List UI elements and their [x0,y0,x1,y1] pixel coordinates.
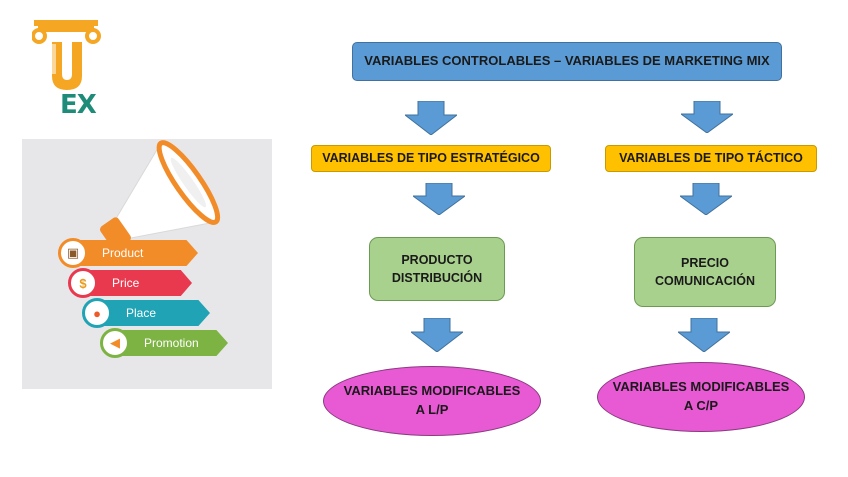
mix-label-place: Place [126,306,157,320]
tactical-item-2: COMUNICACIÓN [655,274,755,288]
arrow-down-icon [405,101,457,135]
megaphone-icon [100,140,221,266]
mix-tab-price: Price [80,270,192,296]
tactical-item-1: PRECIO [681,255,729,270]
long-term-result-line1: VARIABLES MODIFICABLES [343,383,521,399]
arrow-down-icon [413,183,465,215]
strategic-type-box: VARIABLES DE TIPO ESTRATÉGICO [311,145,551,172]
arrow-down-icon [681,101,733,133]
logo-letters: EX [60,90,97,120]
header-box: VARIABLES CONTROLABLES – VARIABLES DE MA… [352,42,782,81]
column-logo-icon [31,20,101,90]
marketing-mix-illustration: Product ▣ Price $ Place ● Promotion ◀ [22,139,272,389]
mix-label-promotion: Promotion [144,336,199,350]
strategic-item-1: PRODUCTO [401,252,473,267]
mix-tab-place: Place [94,300,210,326]
short-term-result-line2: A C/P [683,398,719,413]
mix-tab-product: Product [70,240,198,266]
short-term-result-ellipse: VARIABLES MODIFICABLES A C/P [597,362,805,432]
long-term-result-line2: A L/P [415,402,449,417]
tactical-type-box: VARIABLES DE TIPO TÁCTICO [605,145,817,172]
uex-logo: EX [31,14,104,120]
arrow-down-icon [678,318,730,352]
tactical-items-box: PRECIO COMUNICACIÓN [634,237,776,307]
dollar-coin-icon: $ [68,268,98,298]
map-pin-icon: ● [82,298,112,328]
arrow-down-icon [680,183,732,215]
long-term-result-ellipse: VARIABLES MODIFICABLES A L/P [323,366,541,436]
header-text: VARIABLES CONTROLABLES – VARIABLES DE MA… [364,53,770,69]
box-icon: ▣ [58,238,88,268]
mix-tab-promotion: Promotion [112,330,228,356]
megaphone-small-icon: ◀ [100,328,130,358]
mix-label-product: Product [102,246,144,260]
arrow-down-icon [411,318,463,352]
short-term-result-line1: VARIABLES MODIFICABLES [612,379,790,395]
tactical-type-text: VARIABLES DE TIPO TÁCTICO [619,151,803,166]
strategic-type-text: VARIABLES DE TIPO ESTRATÉGICO [322,151,540,166]
strategic-items-box: PRODUCTO DISTRIBUCIÓN [369,237,505,301]
strategic-item-2: DISTRIBUCIÓN [391,271,483,285]
mix-label-price: Price [112,276,140,290]
